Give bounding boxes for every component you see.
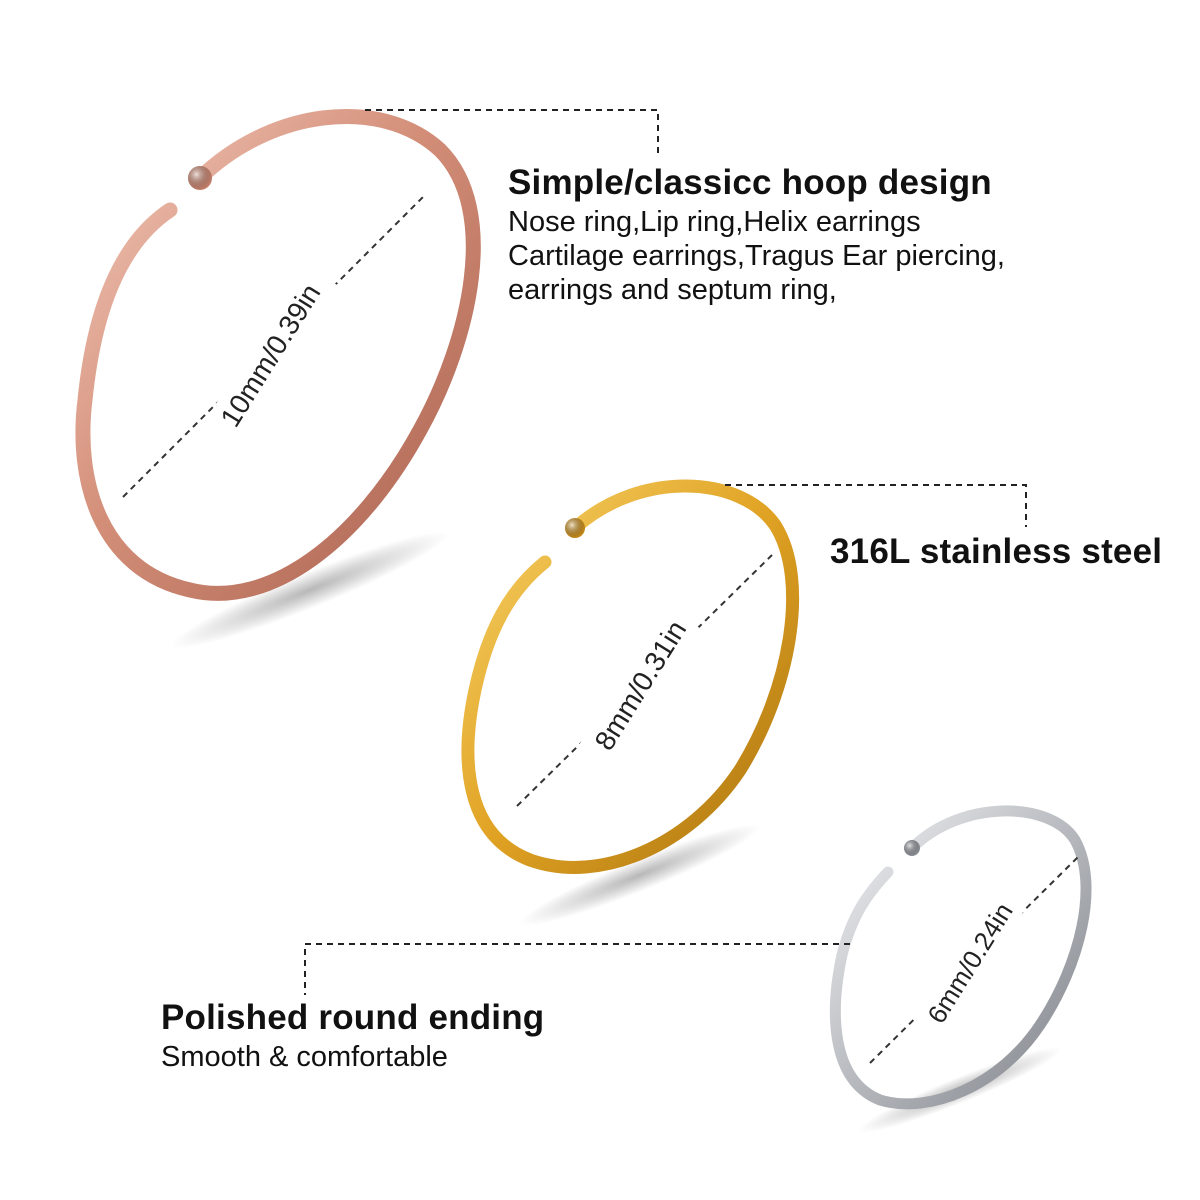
ending-line-1: Smooth & comfortable bbox=[161, 1041, 448, 1073]
hoop-design-callout-line bbox=[365, 109, 659, 155]
gold-ring-band bbox=[461, 479, 800, 874]
gold-ring-shadow bbox=[519, 824, 761, 926]
silver-ring-ball-highlight bbox=[904, 840, 920, 856]
silver-size-label: 6mm/0.24in bbox=[921, 897, 1018, 1028]
hoop-design-line-3: earrings and septum ring, bbox=[508, 274, 837, 306]
gold-ring-ball-highlight bbox=[565, 518, 585, 538]
gold-ring: 8mm/0.31in bbox=[461, 479, 800, 926]
rose-gold-ring-band bbox=[75, 109, 481, 601]
rose-gold-ring-shadow bbox=[170, 531, 450, 649]
silver-size-label-bg bbox=[914, 889, 1026, 1037]
material-callout-line bbox=[725, 484, 1027, 527]
gold-size-label: 8mm/0.31in bbox=[589, 615, 693, 755]
rose-gold-size-label: 10mm/0.39in bbox=[214, 278, 326, 432]
gold-size-label-bg bbox=[575, 606, 700, 772]
silver-ring-band bbox=[829, 805, 1092, 1110]
hoop-design-heading: Simple/classicc hoop design bbox=[508, 163, 992, 202]
rose-gold-size-label-bg bbox=[202, 263, 338, 447]
material-heading: 316L stainless steel bbox=[830, 532, 1163, 571]
silver-ring: 6mm/0.24in bbox=[829, 805, 1092, 1133]
ending-callout-line bbox=[304, 943, 850, 995]
rose-gold-ring: 10mm/0.39in bbox=[75, 109, 481, 649]
hoop-design-line-2: Cartilage earrings,Tragus Ear piercing, bbox=[508, 240, 1005, 272]
hoop-design-line-1: Nose ring,Lip ring,Helix earrings bbox=[508, 206, 921, 238]
ending-heading: Polished round ending bbox=[161, 998, 545, 1037]
rose-gold-ring-ball-highlight bbox=[188, 166, 212, 190]
